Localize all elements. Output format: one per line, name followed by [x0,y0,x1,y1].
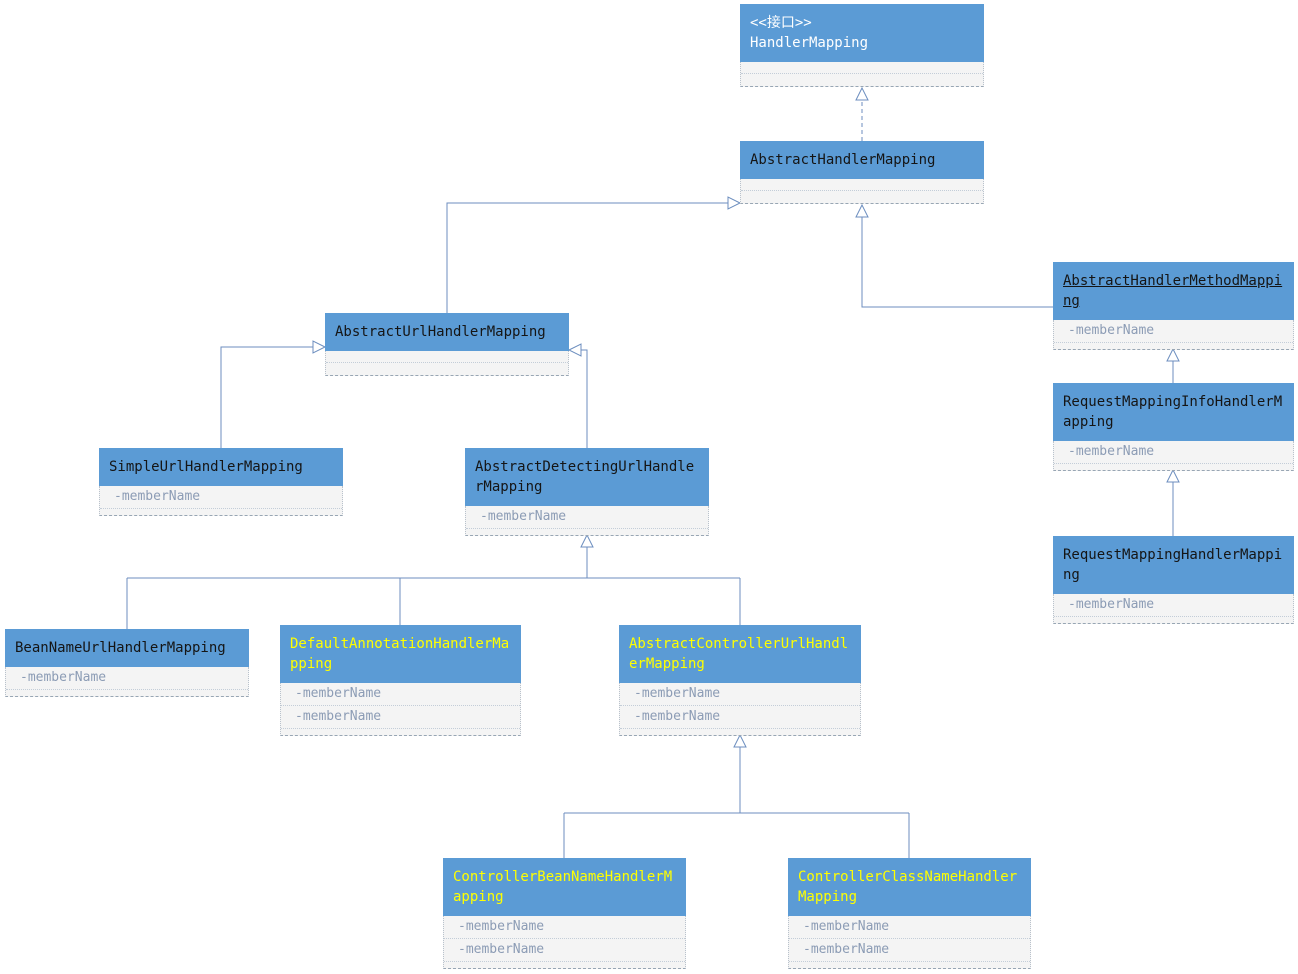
methods-compartment [466,529,708,535]
class-title: AbstractControllerUrlHandlerMapping [629,636,849,672]
attributes-compartment [326,351,568,363]
class-title: SimpleUrlHandlerMapping [109,459,303,475]
attributes-compartment [741,62,983,74]
class-title: AbstractDetectingUrlHandlerMapping [475,459,695,495]
class-header: AbstractDetectingUrlHandlerMapping [465,448,709,506]
class-controllerbeannamehandlermapping[interactable]: ControllerBeanNameHandlerMapping -member… [443,858,686,969]
class-title: ControllerBeanNameHandlerMapping [453,869,673,905]
class-compartments: -memberName -memberName [280,683,521,736]
triangle-arrowhead [580,533,594,548]
attributes-compartment [741,179,983,191]
inheritance-tree-under-abstractdetecting [126,547,741,629]
class-defaultannotationhandlermapping[interactable]: DefaultAnnotationHandlerMapping -memberN… [280,625,521,736]
class-requestmappinginfohandlermapping[interactable]: RequestMappingInfoHandlerMapping -member… [1053,383,1294,471]
class-simpleurlhandlermapping[interactable]: SimpleUrlHandlerMapping -memberName [99,448,343,516]
class-abstracturlhandlermapping[interactable]: AbstractUrlHandlerMapping [325,313,569,376]
class-compartments: -memberName [5,667,249,697]
methods-compartment [741,74,983,86]
methods-compartment [281,729,520,735]
class-title: AbstractUrlHandlerMapping [335,324,546,340]
class-compartments: -memberName [465,506,709,536]
member-row: -memberName [444,916,685,939]
class-compartments: -memberName [1053,441,1294,471]
class-header: SimpleUrlHandlerMapping [99,448,343,486]
methods-compartment [1054,343,1293,349]
class-abstractcontrollerurlhandlermapping[interactable]: AbstractControllerUrlHandlerMapping -mem… [619,625,861,736]
class-compartments [325,351,569,376]
class-title: ControllerClassNameHandlerMapping [798,869,1018,905]
class-header: <<接口>> HandlerMapping [740,4,984,62]
class-title: AbstractHandlerMethodMapping [1063,273,1283,309]
methods-compartment [789,962,1030,968]
member-row: -memberName [6,667,248,690]
class-title: DefaultAnnotationHandlerMapping [290,636,510,672]
methods-compartment [741,191,983,203]
inheritance-line-abstracthandlermethod-to-abstracthandlermapping [861,217,1053,308]
class-title: RequestMappingHandlerMapping [1063,547,1283,583]
class-header: AbstractHandlerMapping [740,141,984,179]
triangle-arrowhead [727,196,742,210]
class-beannameurlhandlermapping[interactable]: BeanNameUrlHandlerMapping -memberName [5,629,249,697]
class-header: ControllerBeanNameHandlerMapping [443,858,686,916]
methods-compartment [1054,464,1293,470]
inheritance-line-abstracturl-to-abstracthandlermapping [446,202,728,313]
class-compartments [740,62,984,87]
class-abstracthandlermethodmapping[interactable]: AbstractHandlerMethodMapping -memberName [1053,262,1294,350]
methods-compartment [1054,617,1293,623]
class-handlermapping[interactable]: <<接口>> HandlerMapping [740,4,984,87]
triangle-arrowhead [567,343,582,357]
member-row: -memberName [100,486,342,509]
triangle-arrowhead [733,733,747,748]
member-row: -memberName [620,706,860,729]
class-compartments: -memberName [1053,320,1294,350]
triangle-arrowhead [1166,347,1180,362]
class-header: AbstractControllerUrlHandlerMapping [619,625,861,683]
class-compartments: -memberName [1053,594,1294,624]
class-title: AbstractHandlerMapping [750,152,936,168]
member-row: -memberName [281,683,520,706]
class-title: RequestMappingInfoHandlerMapping [1063,394,1283,430]
inheritance-line-abstractdetecting-to-abstracturl [581,349,588,448]
class-header: RequestMappingInfoHandlerMapping [1053,383,1294,441]
triangle-arrowhead [312,340,327,354]
class-compartments: -memberName [99,486,343,516]
member-row: -memberName [620,683,860,706]
inheritance-tree-under-abstractcontroller [563,747,910,858]
methods-compartment [100,509,342,515]
triangle-arrowhead [855,203,869,218]
class-header: DefaultAnnotationHandlerMapping [280,625,521,683]
class-header: AbstractHandlerMethodMapping [1053,262,1294,320]
methods-compartment [620,729,860,735]
methods-compartment [326,363,568,375]
class-header: RequestMappingHandlerMapping [1053,536,1294,594]
inheritance-line-simpleurl-to-abstracturl [220,346,313,448]
triangle-arrowhead [1166,468,1180,483]
triangle-arrowhead [855,86,869,101]
class-compartments [740,179,984,204]
class-header: BeanNameUrlHandlerMapping [5,629,249,667]
methods-compartment [6,690,248,696]
class-compartments: -memberName -memberName [619,683,861,736]
class-header: ControllerClassNameHandlerMapping [788,858,1031,916]
member-row: -memberName [281,706,520,729]
class-header: AbstractUrlHandlerMapping [325,313,569,351]
member-row: -memberName [789,939,1030,962]
class-requestmappinghandlermapping[interactable]: RequestMappingHandlerMapping -memberName [1053,536,1294,624]
class-compartments: -memberName -memberName [443,916,686,969]
methods-compartment [444,962,685,968]
class-title: BeanNameUrlHandlerMapping [15,640,226,656]
member-row: -memberName [1054,441,1293,464]
class-stereotype: <<接口>> [750,15,812,31]
member-row: -memberName [466,506,708,529]
class-abstracthandlermapping[interactable]: AbstractHandlerMapping [740,141,984,204]
member-row: -memberName [1054,594,1293,617]
member-row: -memberName [1054,320,1293,343]
class-compartments: -memberName -memberName [788,916,1031,969]
class-abstractdetectingurlhandlermapping[interactable]: AbstractDetectingUrlHandlerMapping -memb… [465,448,709,536]
member-row: -memberName [789,916,1030,939]
class-controllerclassnamehandlermapping[interactable]: ControllerClassNameHandlerMapping -membe… [788,858,1031,969]
class-title: HandlerMapping [750,35,869,51]
member-row: -memberName [444,939,685,962]
